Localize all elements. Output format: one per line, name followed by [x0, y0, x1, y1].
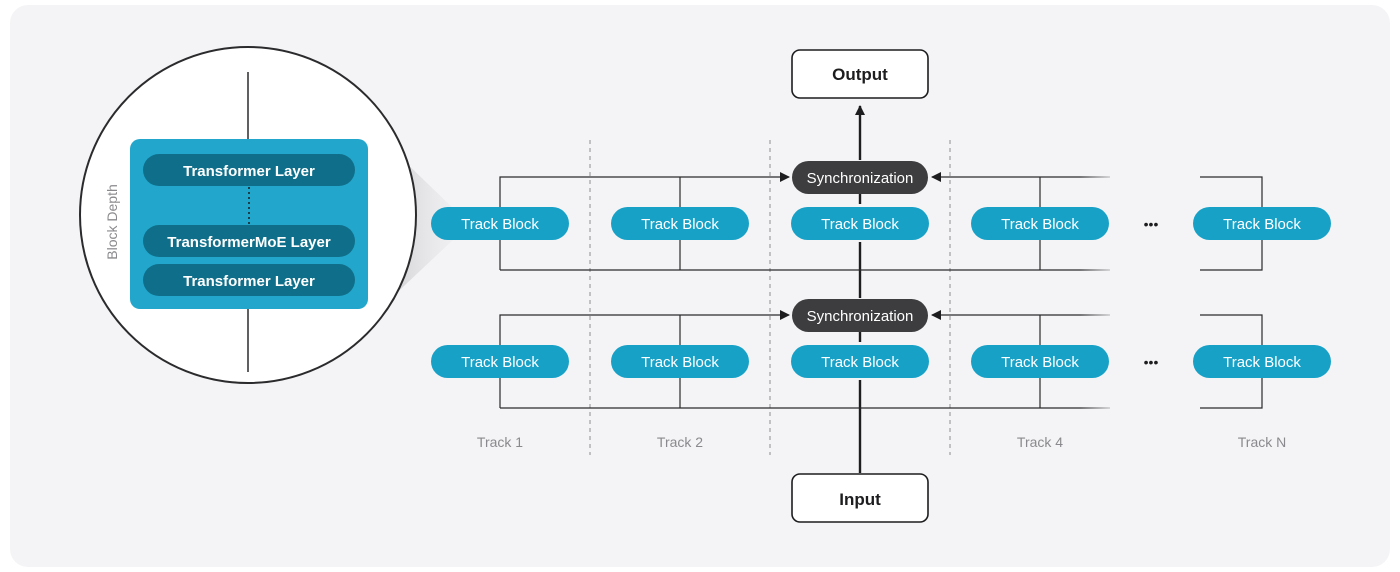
fade-gap-row1-bottom [1080, 265, 1120, 275]
track-label-n: Track N [1238, 434, 1286, 450]
track-block-label: Track Block [1223, 216, 1301, 233]
layer-transformer-moe-label: TransformerMoE Layer [167, 234, 331, 251]
output-box [791, 49, 929, 99]
track-blocks-row-2: Track Block Track Block Track Block Trac… [431, 345, 1331, 378]
track-block [611, 207, 749, 240]
block-depth-label: Block Depth [104, 184, 120, 259]
track-block-label: Track Block [641, 354, 719, 371]
layer-transformer-top [143, 154, 355, 186]
layer-transformer-bottom-label: Transformer Layer [183, 273, 315, 290]
fade-gap-row2-top [1080, 310, 1120, 320]
track-blocks-row-1: Track Block Track Block Track Block Trac… [431, 207, 1331, 240]
track-block [971, 345, 1109, 378]
sync-pill-1 [792, 161, 928, 194]
track-block-label: Track Block [461, 354, 539, 371]
fade-gap-row2-bottom [1080, 403, 1120, 413]
track-label-2: Track 2 [657, 434, 703, 450]
track-block-label: Track Block [1001, 354, 1079, 371]
input-box [791, 473, 929, 523]
sync-label-2: Synchronization [807, 308, 914, 325]
track-block [611, 345, 749, 378]
layer-transformer-moe [143, 225, 355, 257]
fade-gap-row1-top [1080, 172, 1120, 182]
layer-transformer-top-label: Transformer Layer [183, 163, 315, 180]
ellipsis: ••• [1144, 216, 1159, 232]
track-block-label: Track Block [461, 216, 539, 233]
track-label-1: Track 1 [477, 434, 523, 450]
track-block [431, 345, 569, 378]
layer-transformer-bottom [143, 264, 355, 296]
track-block-label: Track Block [821, 216, 899, 233]
track-block [1193, 345, 1331, 378]
ellipsis: ••• [1144, 354, 1159, 370]
track-block [1193, 207, 1331, 240]
track-label-4: Track 4 [1017, 434, 1063, 450]
track-block [431, 207, 569, 240]
track-block-label: Track Block [1001, 216, 1079, 233]
track-block [791, 345, 929, 378]
sync-pill-2 [792, 299, 928, 332]
row1-connectors [499, 172, 1263, 271]
input-label: Input [839, 490, 881, 509]
track-block-label: Track Block [641, 216, 719, 233]
sync-label-1: Synchronization [807, 170, 914, 187]
track-block-label: Track Block [821, 354, 899, 371]
track-block-label: Track Block [1223, 354, 1301, 371]
track-block [791, 207, 929, 240]
output-label: Output [832, 65, 888, 84]
track-block [971, 207, 1109, 240]
